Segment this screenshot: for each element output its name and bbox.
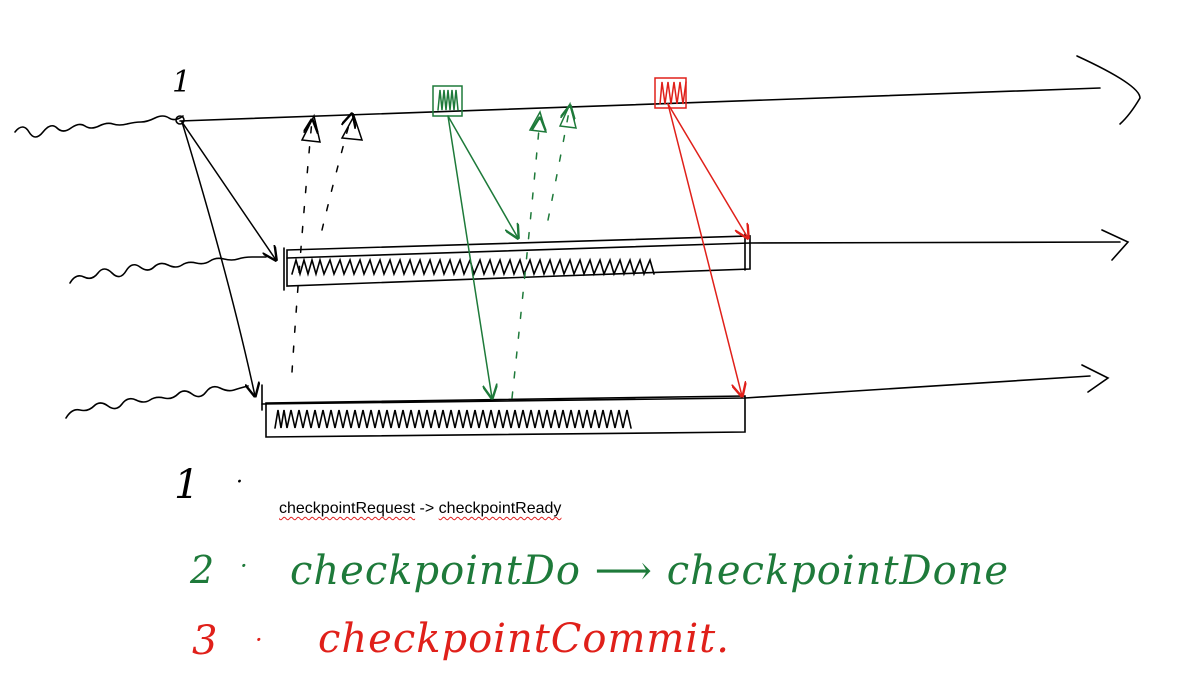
timeline-coordinator-arrowhead — [1076, 55, 1141, 125]
timeline-coordinator — [14, 55, 1141, 138]
timeline-a-squiggle — [69, 256, 267, 284]
checkpoint-request-arrow-b — [181, 121, 255, 396]
legend-step1-request: checkpointRequest — [279, 500, 416, 517]
buffer-box-b-zigzag — [274, 409, 632, 429]
legend-step1-text: checkpointRequest -> checkpointReady — [279, 500, 561, 518]
timeline-coordinator-squiggle — [14, 115, 184, 138]
checkpoint-ready-arrow-a — [291, 120, 312, 373]
step1-messages — [181, 113, 364, 396]
timeline-b-arrowhead — [1081, 364, 1110, 393]
checkpoint-commit-arrow-b — [667, 103, 742, 396]
checkpoint-request-arrow-a — [181, 121, 276, 260]
legend-step3-sep: · — [255, 626, 264, 654]
checkpoint-do-arrow-b — [447, 115, 492, 398]
buffer-box-b — [265, 395, 746, 438]
legend-step3-number: 3 — [192, 618, 219, 664]
timeline-b-squiggle — [65, 385, 249, 419]
checkpoint-done-head-a — [528, 110, 548, 133]
legend-step3-text: checkpointCommit. — [318, 616, 730, 662]
legend-step1-number: 1 — [174, 462, 201, 508]
legend-step1-ready: checkpointReady — [438, 500, 562, 517]
timeline-coordinator-line — [179, 87, 1101, 122]
timeline-participant-b — [65, 364, 1110, 438]
checkpoint-done-arrow-a — [511, 118, 540, 399]
checkpoint-ready-head-a — [300, 113, 321, 143]
timeline-participant-a — [69, 229, 1130, 291]
legend-step2-text: checkpointDo ⟶ checkpointDone — [290, 548, 1010, 594]
step1-marker-label: 1 — [172, 65, 191, 100]
checkpoint-done-arrow-b — [547, 106, 570, 221]
checkpoint-ready-arrow-b — [321, 114, 352, 231]
step3-messages — [654, 77, 748, 396]
step2-messages — [432, 85, 577, 399]
checkpoint-do-box-hatch — [437, 89, 459, 111]
checkpoint-commit-arrow-a — [667, 103, 748, 238]
checkpoint-origin-dot — [175, 115, 185, 125]
legend-step2-number: 2 — [190, 548, 216, 592]
checkpoint-ready-head-b — [340, 114, 364, 141]
legend-step1-arrow: -> — [419, 500, 435, 517]
checkpoint-commit-box-hatch — [659, 81, 687, 105]
timeline-b-line — [261, 375, 1091, 405]
legend-step2-sep: · — [240, 552, 249, 580]
timeline-a-arrowhead — [1101, 229, 1130, 261]
legend-step1-sep: · — [236, 470, 244, 495]
buffer-box-a — [286, 235, 751, 287]
checkpoint-do-arrow-a — [447, 115, 518, 238]
checkpoint-done-head-b — [558, 101, 577, 129]
